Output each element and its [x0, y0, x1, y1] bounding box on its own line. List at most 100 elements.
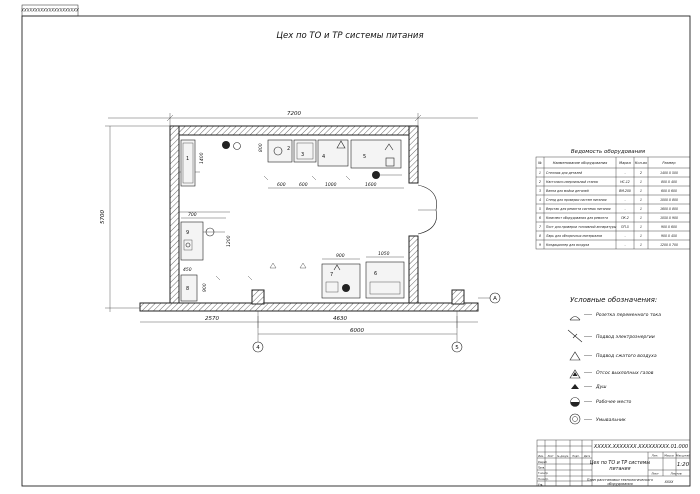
tb-role-header: № докум. — [556, 455, 569, 458]
spec-header-qty: Кол-во — [635, 161, 647, 165]
title-block: XXXXX.XXXXXXX.XXXXXXXXX.01.000 Цех по ТО… — [536, 439, 690, 486]
dim-600b: 600 — [299, 182, 308, 188]
spec-cell: Комплект оборудования для ремонта — [546, 216, 608, 220]
tb-code: XXXXX.XXXXXXX.XXXXXXXXX.01.000 — [593, 444, 688, 450]
column-right — [451, 289, 465, 305]
dim-1400: 1400 — [199, 152, 205, 164]
dim-800: 800 — [258, 143, 264, 152]
dimensions: 7200 5700 2570 4630 6000 1400 800 600 60… — [100, 111, 478, 335]
axis-5: 5 — [455, 345, 459, 351]
tb-name-line1: Цех по ТО и ТР системы — [590, 460, 651, 466]
equipment-5-bench — [350, 139, 402, 169]
workplace-symbol-3 — [342, 284, 350, 292]
spec-cell: 8 — [539, 234, 541, 238]
tb-scale-label: Масштаб — [676, 454, 690, 458]
sheet-title: Цех по ТО и ТР системы питания — [276, 31, 423, 41]
spec-header-name: Наименование оборудования — [553, 161, 607, 165]
spec-cell: 1 — [640, 180, 642, 184]
spec-cell: 900 Х 600 — [661, 225, 677, 229]
legend-item-label: Розетка переменного тока — [596, 312, 661, 318]
dim-bottom-left: 2570 — [205, 316, 219, 322]
axis-markers: 4 5 А — [252, 292, 501, 353]
spec-cell: Ванна для мойки деталей — [546, 189, 589, 193]
dim-bottom-mid: 4630 — [333, 316, 347, 322]
spec-cell: 2 — [640, 171, 642, 175]
axis-a: А — [493, 296, 497, 302]
spec-cell: 1600 Х 800 — [660, 207, 678, 211]
dim-700: 700 — [188, 212, 197, 218]
equipment-number-3: 3 — [301, 152, 304, 158]
legend-item-label: Отсос выхлопных газов — [596, 370, 654, 376]
legend-item-label: Умывальник — [596, 417, 626, 423]
sheet-frame — [21, 15, 691, 487]
air-supply-icon — [569, 351, 581, 361]
wall-bottom — [139, 302, 479, 312]
wall-right-upper — [408, 125, 419, 184]
axis-4: 4 — [256, 345, 260, 351]
tb-name-line2: питания — [609, 467, 630, 472]
spec-cell: - — [624, 234, 625, 238]
equipment-3-wash — [293, 139, 317, 163]
tb-sheet-label: Лист — [650, 472, 659, 476]
power-supply-icon — [567, 329, 583, 343]
washbasin-icon — [569, 413, 581, 425]
spec-cell: 1050 Х 900 — [660, 216, 678, 220]
spec-cell: 5 — [539, 207, 541, 211]
equipment-8-bin — [180, 274, 198, 302]
exhaust-symbol-1 — [336, 140, 346, 149]
legend-title: Условные обозначения: — [570, 296, 657, 304]
dim-900b: 900 — [336, 253, 345, 259]
tb-role-header: Дата — [583, 455, 591, 458]
exhaust-icon — [569, 369, 581, 379]
legend-item-label: Рабочее место — [596, 399, 632, 405]
spec-cell: 6 — [539, 216, 541, 220]
spec-cell: 1 — [640, 207, 642, 211]
spec-cell: 1 — [640, 234, 642, 238]
equipment-number-4: 4 — [322, 154, 325, 160]
dim-bottom-total: 6000 — [350, 328, 364, 334]
tb-lit: Лит. — [651, 454, 659, 458]
dim-1600: 1600 — [365, 182, 377, 188]
equipment-spec-table: Ведомость оборудования № Наименование об… — [535, 149, 691, 250]
spec-cell: Стенд для проверки систем питания — [546, 198, 607, 202]
workplace-symbol-1 — [222, 141, 230, 149]
spec-cell: - — [624, 207, 625, 211]
spec-cell: ПК-2 — [621, 216, 629, 220]
spec-cell: 1400 Х 500 — [660, 171, 678, 175]
stamp-top: XXXXXXXXXXXXXXXXXXXXX — [21, 7, 80, 12]
tb-role-header: Лист — [546, 455, 554, 458]
spec-cell: 1 — [640, 198, 642, 202]
legend-item-label: Подвод сжатого воздуха — [596, 353, 657, 359]
tb-role: Т.контр. — [538, 472, 549, 475]
dim-900: 900 — [202, 283, 208, 292]
spec-cell: 1 — [640, 225, 642, 229]
spec-cell: 9 — [539, 243, 541, 247]
spec-cell: - — [624, 171, 625, 175]
spec-cell: 7 — [539, 225, 541, 229]
shower-icon — [571, 384, 579, 389]
equipment-2-drill — [267, 139, 293, 163]
equipment-number-8: 8 — [186, 286, 189, 292]
spec-cell: 1200 Х 700 — [660, 243, 678, 247]
spec-cell: 4 — [539, 198, 541, 202]
dim-450: 450 — [183, 267, 192, 273]
dim-1050: 1050 — [378, 251, 390, 257]
tb-role: Утв. — [538, 483, 543, 486]
equipment-number-6: 6 — [374, 271, 377, 277]
spec-cell: - — [624, 243, 625, 247]
spec-cell: 1 — [539, 171, 541, 175]
spec-cell: 800 Х 400 — [661, 180, 677, 184]
tb-mass: Масса — [664, 454, 674, 458]
spec-cell: Пост для проверки топливной аппаратуры — [546, 225, 617, 229]
legend-item-label: Душ — [595, 384, 607, 390]
spec-cell: 1000 Х 800 — [660, 198, 678, 202]
tb-sub-line2: оборудования — [607, 482, 632, 486]
equipment-number-5: 5 — [363, 154, 366, 160]
dim-top-width: 7200 — [287, 111, 301, 117]
spec-cell: - — [624, 198, 625, 202]
spec-cell: Ларь для обтирочных материалов — [545, 234, 602, 238]
column-left — [251, 289, 265, 305]
